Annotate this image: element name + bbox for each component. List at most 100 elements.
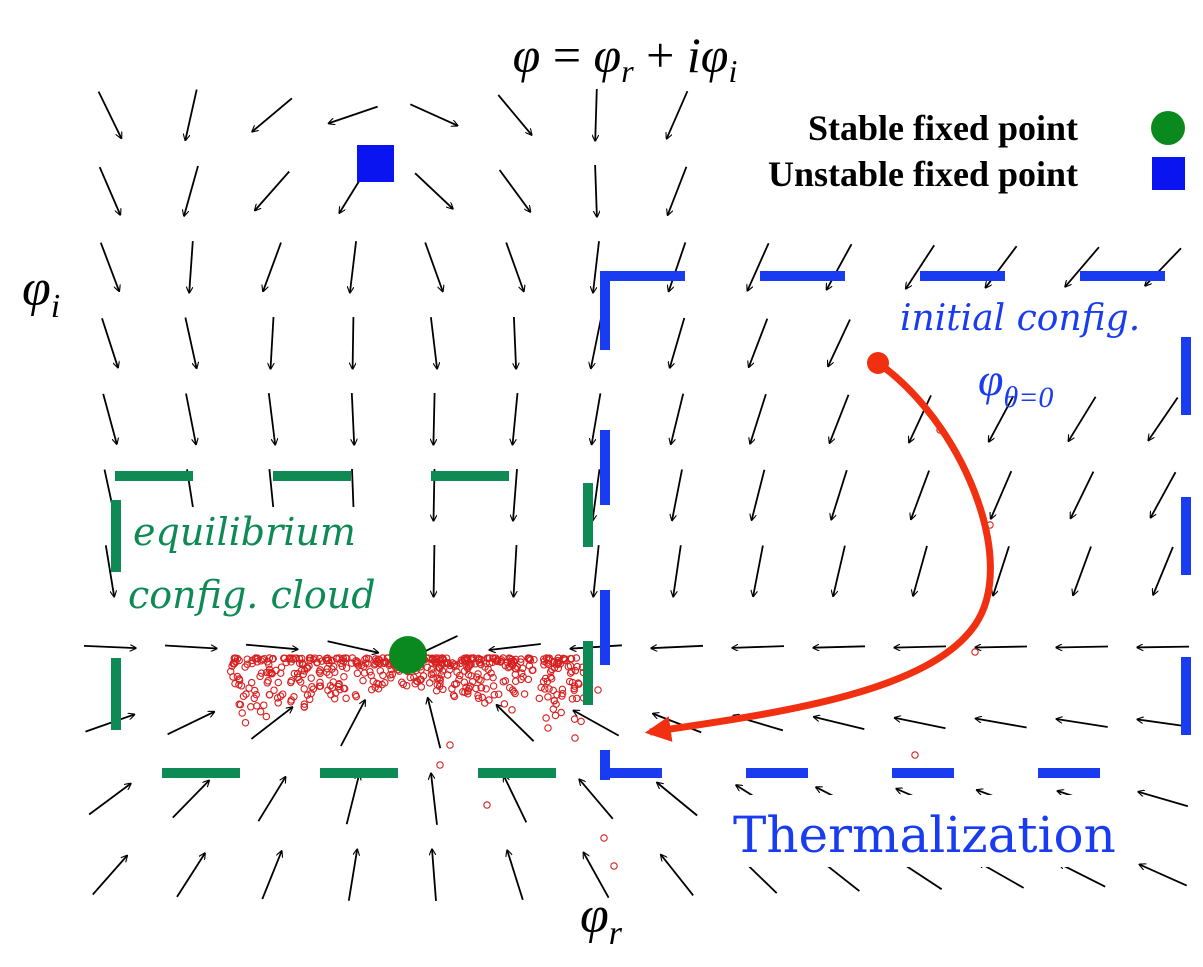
flow-arrow-icon (814, 717, 865, 730)
cloud-point (492, 657, 501, 665)
flow-arrow-icon (505, 242, 524, 292)
flow-arrow-icon (894, 646, 947, 647)
cloud-point (535, 694, 544, 703)
cloud-point (577, 717, 585, 726)
flow-arrow-icon (749, 318, 769, 368)
cloud-point (519, 673, 527, 681)
cloud-point (558, 692, 566, 700)
cloud-point (274, 678, 283, 687)
cloud-point (477, 660, 485, 669)
flow-arrow-icon (104, 545, 114, 596)
cloud-point (398, 678, 406, 687)
flow-arrow-icon (595, 164, 597, 217)
equilibrium-point-cloud (226, 426, 994, 870)
cloud-point (256, 672, 264, 681)
cloud-point (544, 654, 552, 663)
cloud-point (243, 655, 252, 663)
flow-arrow-icon (985, 245, 1018, 288)
cloud-point (610, 862, 618, 870)
flow-arrow-icon (669, 242, 687, 291)
flow-arrow-icon (1153, 546, 1174, 595)
cloud-point (485, 696, 493, 704)
cloud-point (518, 664, 527, 673)
cloud-point (300, 685, 308, 693)
cloud-point (481, 663, 489, 671)
cloud-point (351, 691, 360, 699)
cloud-point (340, 672, 348, 681)
cloud-point (510, 688, 518, 696)
cloud-point (546, 673, 555, 681)
equilibrium-label-line1: equilibrium (133, 510, 356, 554)
flow-arrow-icon (1059, 863, 1106, 888)
cloud-point (537, 683, 545, 692)
cloud-point (550, 664, 559, 672)
legend-unstable-label: Unstable fixed point (768, 154, 1078, 194)
cloud-point (544, 724, 552, 732)
cloud-point (359, 676, 367, 685)
cloud-point (366, 667, 374, 676)
flow-arrow-icon (353, 316, 354, 369)
flow-arrow-icon (671, 393, 685, 445)
cloud-point (343, 654, 351, 663)
flow-arrow-icon (83, 646, 136, 648)
flow-arrow-icon (409, 103, 457, 125)
flow-arrow-icon (507, 850, 524, 901)
cloud-point (423, 663, 432, 672)
flow-arrow-icon (672, 469, 683, 521)
vector-field (83, 88, 1190, 901)
cloud-point (277, 663, 286, 671)
flow-arrow-icon (831, 469, 848, 520)
cloud-point (247, 678, 256, 687)
cloud-point (331, 689, 340, 697)
cloud-point (485, 654, 494, 662)
flow-arrow-icon (496, 705, 535, 742)
cloud-point (274, 699, 282, 707)
flow-arrow-icon (271, 316, 275, 369)
cloud-point (446, 665, 454, 674)
thermalization-trajectory (644, 360, 994, 742)
cloud-point (545, 685, 553, 693)
cloud-point (446, 741, 454, 749)
cloud-point (323, 664, 332, 673)
flow-arrow-icon (250, 707, 292, 740)
cloud-point (550, 697, 559, 705)
flow-arrow-icon (428, 698, 442, 749)
flow-arrow-icon (975, 719, 1027, 729)
initial-config-point (867, 352, 889, 374)
cloud-point (300, 703, 309, 711)
flow-arrow-icon (830, 394, 850, 443)
flow-arrow-icon (328, 105, 378, 124)
cloud-point (469, 654, 478, 662)
cloud-point (262, 712, 271, 721)
flow-arrow-icon (497, 94, 531, 135)
x-axis-label: φr (580, 887, 623, 952)
cloud-point (290, 693, 298, 701)
cloud-point (376, 667, 385, 675)
cloud-point (568, 695, 577, 703)
cloud-point (298, 660, 307, 668)
flow-arrow-icon (434, 544, 435, 597)
cloud-point (435, 674, 444, 682)
equilibrium-label-line2: config. cloud (128, 573, 376, 617)
cloud-point (450, 692, 459, 701)
cloud-point (543, 659, 551, 667)
flow-arrow-icon (583, 852, 610, 899)
cloud-point (342, 694, 350, 703)
cloud-point (517, 669, 526, 677)
cloud-point (243, 660, 252, 668)
flow-arrow-icon (591, 317, 603, 369)
flow-arrow-icon (667, 90, 689, 139)
cloud-point (411, 679, 419, 688)
flow-arrow-icon (92, 856, 127, 896)
cloud-point (468, 677, 477, 686)
cloud-point (429, 669, 437, 677)
flow-arrow-icon (895, 718, 946, 730)
cloud-point (287, 678, 295, 687)
flow-arrow-icon (184, 165, 199, 216)
flow-arrow-icon (1151, 471, 1177, 518)
cloud-point (455, 675, 463, 684)
cloud-point (482, 659, 490, 667)
stable-fixed-point-marker (389, 636, 427, 674)
flow-arrow-icon (97, 91, 122, 139)
cloud-point (911, 751, 919, 759)
